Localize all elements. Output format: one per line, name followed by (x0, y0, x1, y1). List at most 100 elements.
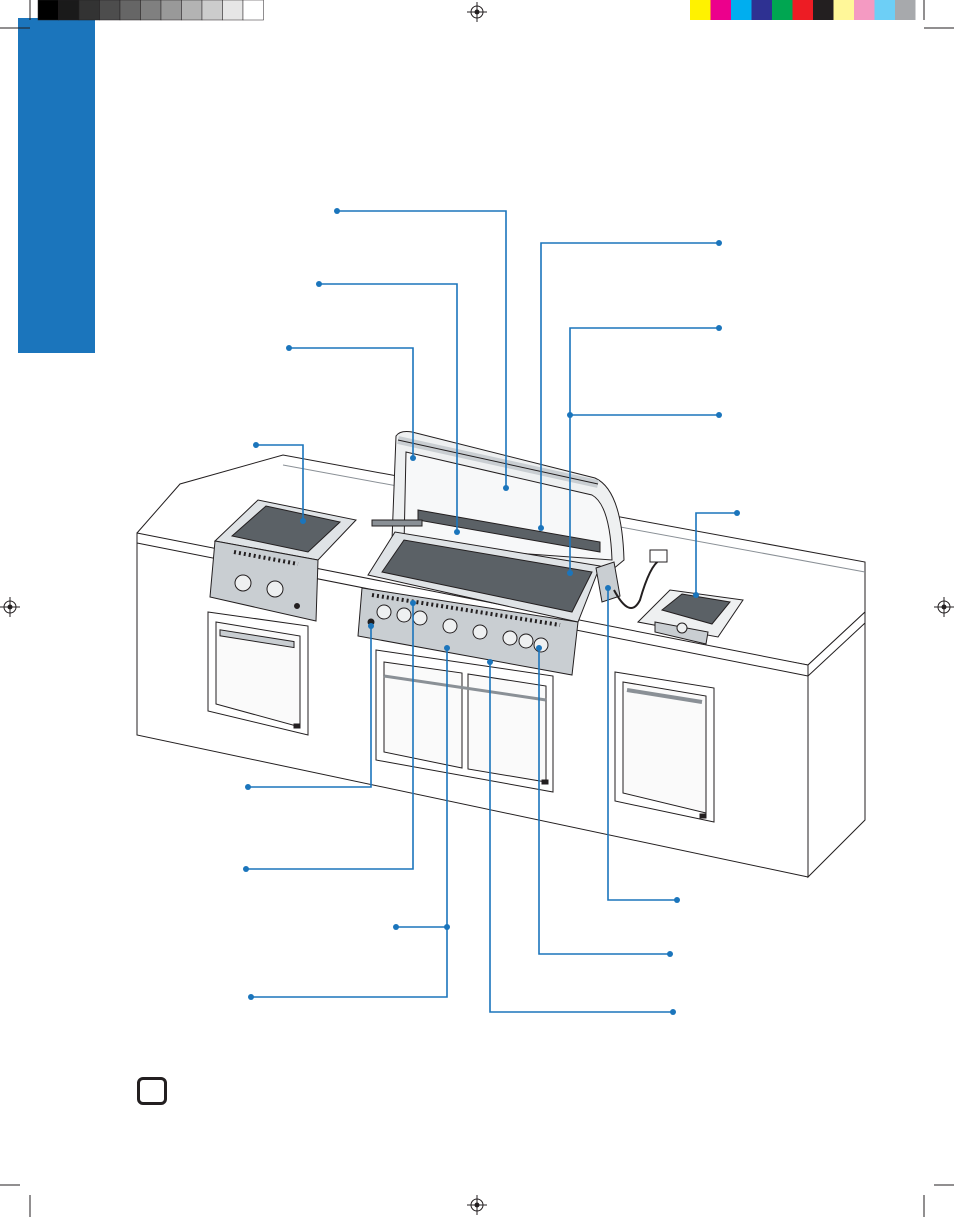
callout-dot (605, 585, 611, 591)
side-burner-knob (266, 580, 284, 598)
main-grill (357, 431, 668, 676)
callout-dot (286, 345, 292, 351)
color-swatch (710, 0, 731, 20)
right-burner-knob (676, 622, 688, 634)
callout-dot (693, 592, 699, 598)
grill-knob (502, 630, 518, 646)
color-swatch (731, 0, 752, 20)
callout-dot (503, 485, 509, 491)
cooking-grids (381, 539, 593, 613)
color-swatch (792, 0, 813, 20)
registration-mark-icon (934, 597, 954, 617)
door-handle (626, 688, 703, 704)
color-swatch (833, 0, 854, 20)
callout-dot (667, 951, 673, 957)
grill-knob (442, 618, 458, 634)
callout-dot (410, 455, 416, 461)
callout-leader (569, 327, 719, 573)
rotisserie-spit (371, 519, 423, 527)
callout-dot (674, 897, 680, 903)
callout-dot (245, 784, 251, 790)
page-number-box (137, 1077, 167, 1105)
color-swatch (140, 0, 162, 21)
door-handle (219, 629, 295, 649)
callout-dot (670, 1009, 676, 1015)
callout-leader (248, 626, 372, 788)
color-swatch (119, 0, 141, 21)
callout-dot (248, 994, 254, 1000)
callout-dot (716, 412, 722, 418)
callout-dot (716, 240, 722, 246)
color-swatch (99, 0, 121, 21)
color-swatch (201, 0, 223, 21)
power-cord (613, 559, 661, 609)
grill-vents (371, 593, 561, 627)
color-swatch (751, 0, 772, 20)
callout-leader (695, 512, 737, 595)
callout-leader (256, 444, 304, 521)
color-swatch (58, 0, 80, 21)
grill-knobs (376, 604, 549, 653)
registration-mark-icon (0, 597, 20, 617)
callout-leader (538, 648, 670, 955)
side-burner-knob (234, 574, 252, 592)
color-swatch (242, 0, 264, 21)
color-swatch (813, 0, 834, 20)
color-swatch (160, 0, 182, 21)
callout-leader (246, 603, 414, 870)
registration-mark-icon (467, 1195, 487, 1215)
color-swatch (854, 0, 875, 20)
callout-dot (368, 623, 374, 629)
callout-leader (319, 283, 458, 532)
callout-dot (454, 529, 460, 535)
door-logo (541, 779, 549, 785)
callout-leader (489, 662, 673, 1013)
color-swatch (690, 0, 711, 20)
callout-dot (393, 924, 399, 930)
callout-leader (289, 347, 414, 458)
callout-leaders (243, 208, 740, 1015)
callout-dot (444, 645, 450, 651)
center-double-doors (375, 649, 554, 793)
section-tab (18, 18, 95, 353)
color-swatch (222, 0, 244, 21)
callout-dot (334, 208, 340, 214)
color-swatch (78, 0, 100, 21)
side-burner-grate (230, 505, 342, 553)
counter-edge-side (807, 622, 866, 677)
callout-dot (487, 659, 493, 665)
callout-dot (253, 442, 259, 448)
color-swatch (772, 0, 793, 20)
grill-knob (376, 604, 392, 620)
door-logo (293, 723, 301, 729)
right-burner-grate (660, 593, 731, 625)
callout-dot (300, 518, 306, 524)
door-logo (699, 813, 707, 819)
right-access-door (614, 671, 715, 823)
callout-dot (243, 866, 249, 872)
registration-mark-icon (467, 2, 487, 22)
callout-dot (410, 600, 416, 606)
callout-leader (607, 588, 677, 901)
color-swatch (37, 0, 59, 21)
warming-rack (417, 509, 601, 553)
left-side-burner (209, 499, 357, 622)
grill-knob (412, 610, 428, 626)
color-swatch (181, 0, 203, 21)
color-swatch (874, 0, 895, 20)
lid-handle-outline (397, 439, 599, 485)
door-left-panel (383, 661, 463, 769)
right-side-burner (636, 589, 744, 645)
callout-dot (536, 645, 542, 651)
callout-dot (316, 281, 322, 287)
grill-knob (518, 633, 534, 649)
callout-dot (734, 510, 740, 516)
callout-dot (538, 525, 544, 531)
grill-knob (472, 624, 488, 640)
callout-dot (716, 325, 722, 331)
callout-dot (567, 412, 573, 418)
